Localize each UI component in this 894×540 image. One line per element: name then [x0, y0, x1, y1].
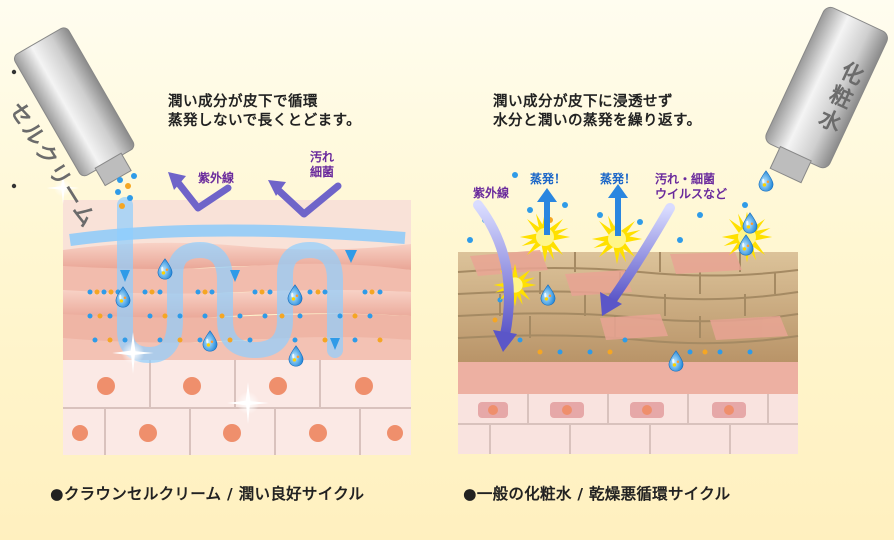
uv-arrow-icon [473, 200, 675, 352]
evaporation-label-2: 蒸発！ [600, 172, 637, 186]
bottle-icon [765, 6, 888, 184]
right-dirt-label-line1: 汚れ・細菌 [655, 172, 716, 186]
right-uv-label: 紫外線 [473, 186, 510, 200]
evaporation-label-1: 蒸発！ [530, 172, 567, 186]
tube-droplets [115, 173, 137, 209]
right-description-line1: 潤い成分が皮下に浸透せず [493, 94, 673, 110]
right-description-line2: 水分と潤いの蒸発を繰り返す。 [493, 113, 702, 129]
right-caption: ●一般の化粧水 / 乾燥悪循環サイクル [463, 485, 731, 503]
right-cell-layer [458, 394, 798, 454]
left-skin-diagram [13, 27, 411, 455]
right-dirt-label-line2: ウイルスなど [655, 187, 728, 201]
left-description-line1: 潤い成分が皮下で循環 [168, 94, 318, 110]
left-tube-icon [13, 27, 135, 187]
left-lipid-dots [87, 289, 383, 343]
right-skin-diagram [457, 6, 888, 454]
left-cell-layer [63, 360, 411, 455]
left-dirt-label-line1: 汚れ [310, 150, 335, 164]
left-uv-reflect-arrow [172, 176, 342, 218]
left-description-line2: 蒸発しないで長くとどます。 [168, 113, 362, 129]
left-uv-label: 紫外線 [198, 171, 235, 185]
left-caption: ●クラウンセルクリーム / 潤い良好サイクル [50, 485, 365, 503]
left-dirt-label-line2: 細菌 [310, 165, 335, 179]
edge-bullets [11, 69, 17, 189]
moisture-circulation-flow [69, 224, 406, 246]
evaporation-arrow [537, 184, 628, 236]
